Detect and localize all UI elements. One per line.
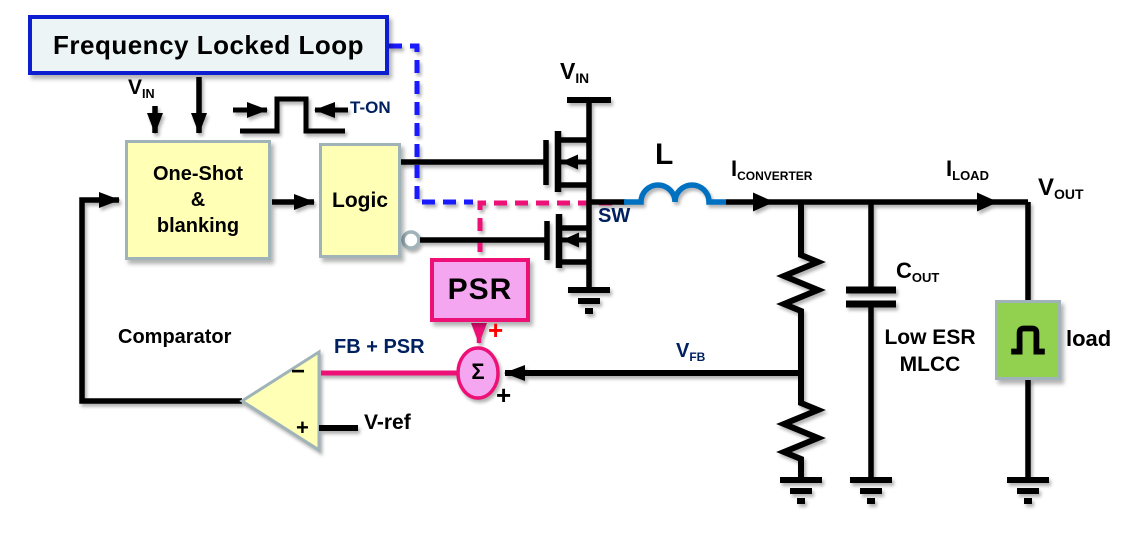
one-shot-line2: & (190, 189, 206, 211)
one-shot-blanking-block: One-Shot & blanking (125, 140, 271, 260)
psr-label: PSR (447, 273, 513, 306)
one-shot-line3: blanking (156, 215, 240, 237)
vin-top-label: VIN (128, 76, 155, 102)
load-label: load (1066, 326, 1112, 351)
feedback-divider-bottom-resistor (776, 373, 826, 480)
fll-label: Frequency Locked Loop (53, 29, 364, 60)
ground-icon (1007, 477, 1049, 504)
logic-label: Logic (332, 188, 388, 212)
ground-icon (850, 477, 892, 504)
ground-icon (780, 477, 822, 504)
comparator-plus-sign: + (296, 415, 309, 440)
v-ref-label: V-ref (364, 411, 411, 434)
output-capacitor (846, 202, 896, 480)
comparator-label: Comparator (118, 326, 232, 348)
psr-dashed-wire (477, 200, 612, 255)
t-on-label: T-ON (350, 98, 391, 117)
c-out-label: COUT (896, 258, 940, 286)
feedback-divider-top-resistor (776, 202, 826, 373)
lowside-mosfet (544, 202, 592, 290)
sigma-plus-bottom-sign: + (496, 380, 512, 410)
v-fb-label: VFB (676, 340, 706, 364)
comparator-minus-sign: − (291, 358, 306, 385)
i-load-label: ILOAD (946, 156, 989, 184)
sigma-symbol: Σ (471, 359, 485, 384)
feedback-loop-wire (79, 192, 242, 404)
inductor (624, 182, 726, 205)
highside-mosfet (543, 97, 611, 202)
cap-note-label: Low ESR MLCC (884, 326, 976, 376)
logic-block: Logic (319, 143, 401, 258)
ton-pulse-waveform-icon (233, 96, 348, 134)
sigma-junction (456, 346, 500, 400)
i-converter-arrowhead (753, 192, 774, 212)
ground-icon (568, 287, 610, 314)
i-converter-label: ICONVERTER (731, 156, 813, 183)
one-shot-line1: One-Shot (153, 163, 243, 185)
pulse-waveform-icon (1011, 325, 1045, 355)
output-rail-wire (726, 192, 1031, 301)
psr-block: PSR (430, 258, 530, 322)
vin-fet-label: VIN (560, 58, 590, 87)
fll-dashed-wire (389, 43, 473, 205)
fb-psr-label: FB + PSR (334, 336, 425, 358)
load-block (995, 300, 1061, 380)
v-out-label: VOUT (1038, 174, 1084, 203)
i-load-arrowhead (977, 192, 998, 212)
sw-label: SW (598, 205, 631, 227)
comparator-triangle (239, 349, 321, 453)
sigma-plus-top-sign: + (488, 315, 504, 345)
inductor-label: L (655, 138, 674, 171)
inverter-bubble-icon (401, 230, 421, 250)
frequency-locked-loop-block: Frequency Locked Loop (28, 15, 389, 75)
